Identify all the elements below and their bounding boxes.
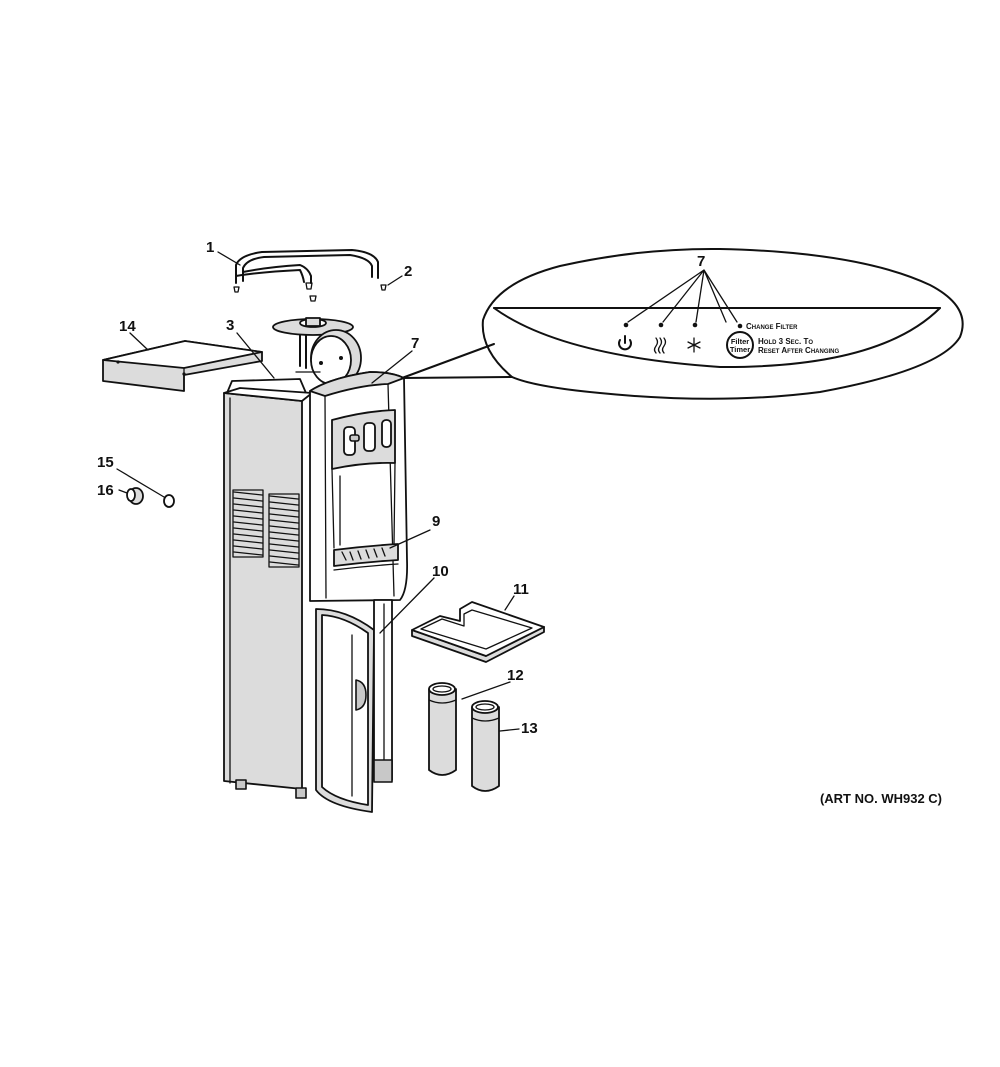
art-number: (ART NO. WH932 C) <box>820 791 942 806</box>
part-13-filter <box>471 700 500 792</box>
callout-3: 3 <box>226 317 234 334</box>
callout-1: 1 <box>206 239 214 256</box>
change-filter-label: Change Filter <box>746 322 798 331</box>
callout-13: 13 <box>521 720 538 737</box>
callout-12: 12 <box>507 667 524 684</box>
hot-indicator-dot <box>658 322 664 328</box>
leader-2 <box>387 275 403 286</box>
callout-14: 14 <box>119 318 136 335</box>
part-14-top-cover <box>102 340 263 392</box>
callout-15: 15 <box>97 454 114 471</box>
cold-indicator-dot <box>692 322 698 328</box>
hold-instruction-1: Hold 3 Sec. To <box>758 337 813 346</box>
leader-3 <box>236 332 275 379</box>
callout-7: 7 <box>411 335 419 352</box>
power-icon <box>618 335 632 351</box>
leader-10 <box>379 577 435 634</box>
leader-13 <box>499 728 520 732</box>
filter-timer-label-1: Filter <box>731 337 749 346</box>
leader-14 <box>129 332 149 351</box>
callout-7-detail: 7 <box>697 253 705 270</box>
snowflake-icon <box>687 337 701 353</box>
callout-10: 10 <box>432 563 449 580</box>
leader-1 <box>217 251 241 266</box>
power-indicator-dot <box>623 322 629 328</box>
control-panel-detail: Filter Timer Change Filter Hold 3 Sec. T… <box>401 247 964 400</box>
leader-11 <box>504 595 515 611</box>
callout-2: 2 <box>404 263 412 280</box>
part-12-filter <box>428 682 457 776</box>
part-11-tray <box>411 601 545 663</box>
callout-11: 11 <box>513 581 529 598</box>
leader-15 <box>116 468 165 498</box>
part-10-lower-door <box>315 599 393 813</box>
part-15-plug <box>163 494 175 508</box>
change-filter-indicator-dot <box>737 323 743 329</box>
part-16-cap <box>126 487 144 505</box>
callout-16: 16 <box>97 482 114 499</box>
cabinet-body <box>223 378 313 799</box>
part-7-front-housing <box>309 371 409 602</box>
hold-instruction-2: Reset After Changing <box>758 346 839 355</box>
leader-16 <box>118 489 128 494</box>
side-vents <box>232 489 300 568</box>
leader-9 <box>389 529 431 549</box>
filter-timer-button: Filter Timer <box>726 331 754 359</box>
part-1-handle <box>233 249 387 302</box>
leader-7 <box>371 350 413 384</box>
heat-icon <box>653 337 667 354</box>
callout-9: 9 <box>432 513 440 530</box>
filter-timer-label-2: Timer <box>730 345 750 354</box>
leader-12 <box>461 681 511 700</box>
